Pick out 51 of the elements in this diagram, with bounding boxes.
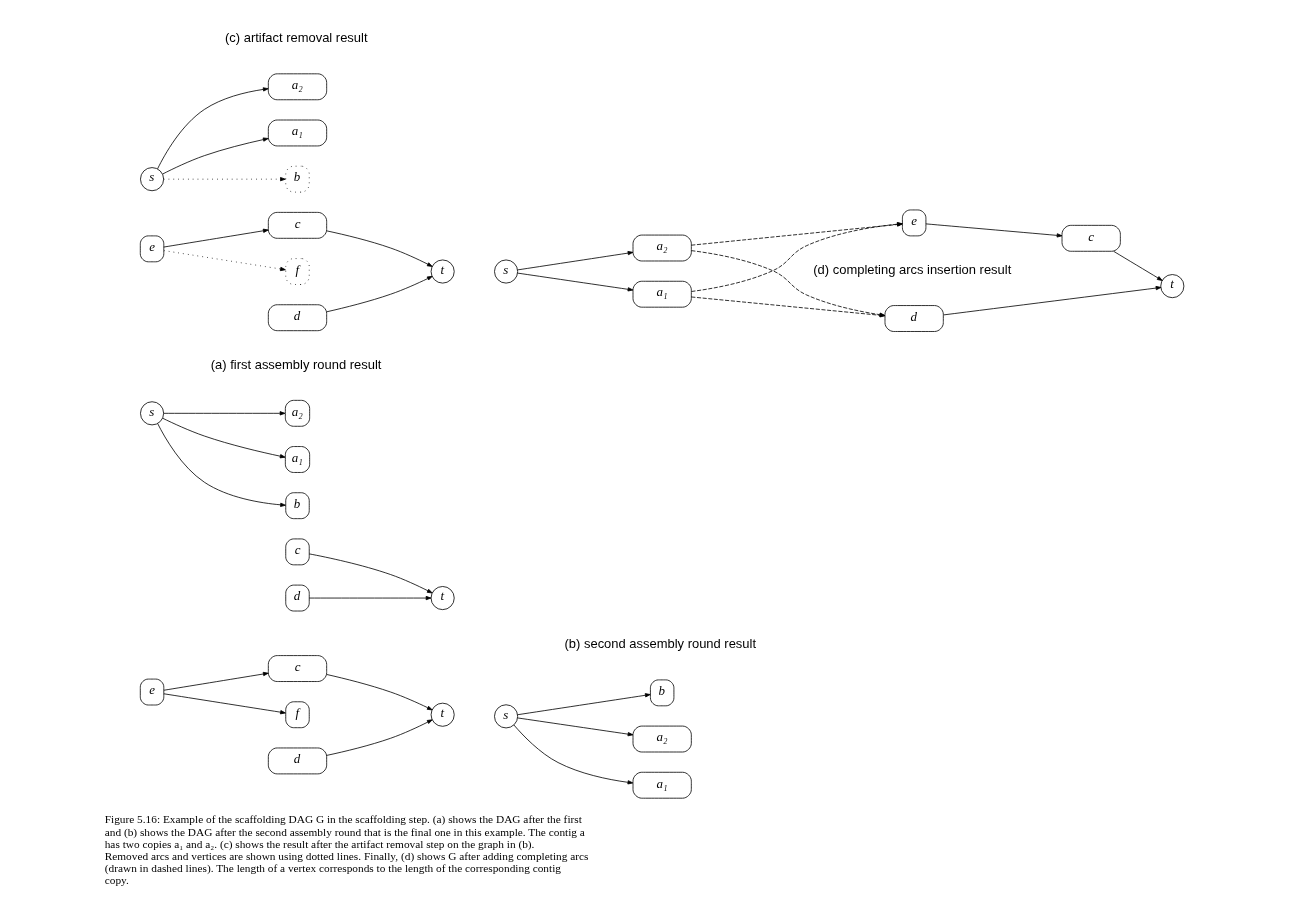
node-box: d bbox=[267, 747, 328, 775]
node-circle: t bbox=[430, 259, 455, 284]
node-circle: t bbox=[1160, 274, 1185, 299]
arrow bbox=[157, 423, 286, 507]
node-box: a₂ bbox=[267, 73, 328, 101]
node-box: c bbox=[267, 655, 328, 682]
node-box: a₂ bbox=[632, 234, 692, 262]
arrow bbox=[326, 230, 433, 267]
node-box: c bbox=[267, 211, 328, 239]
arrow bbox=[308, 595, 432, 601]
arrow bbox=[308, 553, 433, 594]
arrow bbox=[157, 87, 269, 170]
node-circle: s bbox=[140, 401, 165, 426]
arrow bbox=[691, 222, 903, 246]
arrow bbox=[925, 223, 1063, 238]
arrow bbox=[517, 272, 634, 292]
arrow bbox=[326, 674, 433, 711]
arrow bbox=[691, 222, 903, 292]
node-box: a₁ bbox=[632, 280, 692, 308]
arrow bbox=[326, 719, 433, 756]
node-circle: s bbox=[140, 167, 165, 192]
node-box: a₁ bbox=[267, 119, 328, 147]
node-circle: s bbox=[494, 704, 519, 729]
arrow bbox=[163, 228, 269, 248]
node-box: a₁ bbox=[632, 771, 692, 799]
arrow bbox=[1113, 250, 1163, 281]
arrow bbox=[943, 285, 1162, 316]
node-circle: s bbox=[494, 259, 519, 284]
arrow bbox=[163, 177, 286, 182]
label: (a) first assembly round result bbox=[210, 356, 382, 372]
node-box: d bbox=[884, 305, 944, 332]
node-box: c bbox=[1061, 224, 1121, 252]
node-box: d bbox=[267, 304, 328, 332]
node-circle: t bbox=[430, 702, 455, 727]
arrow bbox=[163, 693, 286, 715]
arrow bbox=[517, 693, 651, 716]
caption: Figure 5.16: Example of the scaffolding DAG G in the scaffolding step. (a) shows the DAG after the first and (b) shows the DAG after the second assembly round that is the final one in this example. The contig a has two copies a₁ and a₂. (c) shows the result after the artifact removal step on the graph in (b). Removed arcs and vertices are shown using dotted lines. Finally, (d) shows G after adding completing arcs (drawn in dashed lines). The length of a vertex corresponds to the length of the corresponding contig copy. bbox=[104, 813, 589, 887]
arrow bbox=[513, 724, 634, 785]
arrow bbox=[163, 671, 269, 691]
label: (d) completing arcs insertion result bbox=[813, 261, 1012, 277]
arrow bbox=[326, 275, 433, 313]
arrow bbox=[163, 411, 286, 416]
node-box: a₂ bbox=[632, 725, 692, 753]
label: (c) artifact removal result bbox=[224, 30, 368, 46]
label: (b) second assembly round result bbox=[564, 636, 757, 652]
arrow bbox=[162, 137, 269, 175]
arrow bbox=[162, 417, 286, 459]
arrow bbox=[517, 251, 634, 271]
arrow bbox=[517, 717, 634, 737]
node-circle: t bbox=[430, 586, 455, 611]
arrow bbox=[163, 250, 286, 272]
